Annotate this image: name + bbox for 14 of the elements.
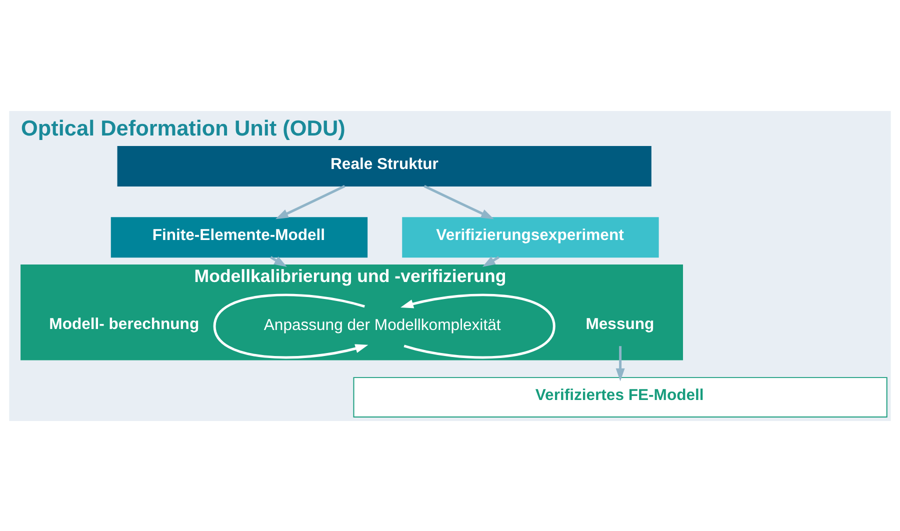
arrow	[616, 346, 625, 381]
node-box: Verifizierungsexperiment	[402, 216, 659, 258]
node-text: Modell- berechnung	[49, 315, 200, 332]
node-box: Finite-Elemente-Modell	[110, 216, 368, 258]
node-text: Messung	[586, 315, 654, 332]
diagram-title: Optical Deformation Unit (ODU)	[21, 114, 346, 140]
node-box: Reale Struktur	[117, 146, 652, 186]
arrow	[424, 184, 494, 219]
arrow	[270, 256, 287, 266]
arrow	[400, 293, 556, 358]
node-text: Anpassung der Modellkomplexität	[264, 316, 501, 334]
node-box: Verifiziertes FE-Modell	[353, 376, 888, 418]
arrow	[213, 293, 368, 358]
arrow	[275, 184, 346, 219]
